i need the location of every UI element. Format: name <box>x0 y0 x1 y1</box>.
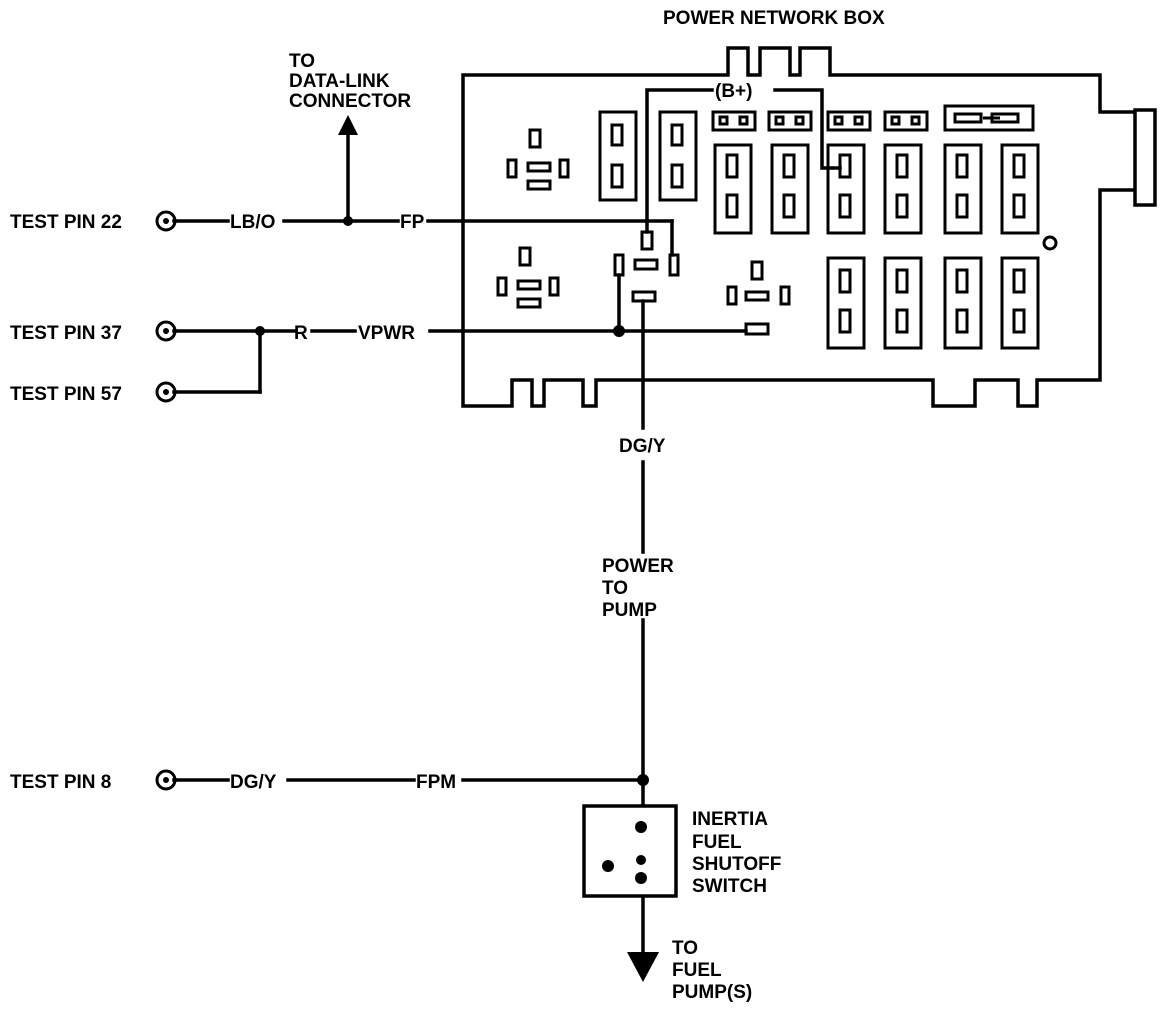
test-pin-22-label: TEST PIN 22 <box>10 212 122 233</box>
mini-fuse-4 <box>883 110 929 132</box>
inertia-fuel-shutoff-switch <box>582 804 678 898</box>
arrow-down-icon <box>627 952 659 982</box>
box-connector-tab <box>1133 108 1157 207</box>
fuel-pump-relay <box>613 230 680 303</box>
data-link-line-2: DATA-LINK <box>289 71 390 92</box>
fuse-tall-2 <box>658 110 698 202</box>
box-title: POWER NETWORK BOX <box>663 8 885 29</box>
junction-dot <box>255 326 265 336</box>
wire-lb-o: LB/O <box>230 212 275 233</box>
wire-fp: FP <box>400 212 425 233</box>
wire-fpm: FPM <box>416 772 456 793</box>
switch-line-4: SWITCH <box>692 876 767 897</box>
mini-fuse-1 <box>711 110 757 132</box>
relay-2 <box>496 246 560 309</box>
switch-line-1: INERTIA <box>692 809 768 830</box>
fuse-tall-4 <box>770 143 810 235</box>
fuse-tall-7 <box>943 143 983 235</box>
power-to-pump-line-3: PUMP <box>602 600 657 621</box>
mini-fuse-2 <box>767 110 813 132</box>
fuse-tall-6 <box>883 143 923 235</box>
fuel-pump-line-2: FUEL <box>672 960 722 981</box>
fuse-tall-9 <box>826 256 866 350</box>
fuse-tall-12 <box>1000 256 1040 350</box>
test-pin-symbols <box>155 210 177 791</box>
switch-line-2: FUEL <box>692 832 742 853</box>
junction-dot <box>613 325 625 337</box>
test-pin-57-label: TEST PIN 57 <box>10 384 122 405</box>
fuse-tall-1 <box>598 110 638 202</box>
junction-dot <box>637 774 649 786</box>
arrow-up-icon <box>338 115 358 135</box>
test-pin-22-icon <box>155 210 177 232</box>
wire-vpwr: VPWR <box>358 323 415 344</box>
wire-dg-y-bottom: DG/Y <box>230 772 277 793</box>
fuse-tall-11 <box>943 256 983 350</box>
fuse-tall-10 <box>883 256 923 350</box>
labels: POWER NETWORK BOX TO DATA-LINK CONNECTOR… <box>10 8 885 1003</box>
test-pin-8-icon <box>155 769 177 791</box>
mounting-hole <box>1042 235 1058 251</box>
power-to-pump-line-2: TO <box>602 578 628 599</box>
wire-r: R <box>294 323 308 344</box>
data-link-line-3: CONNECTOR <box>289 91 411 112</box>
fuel-pump-line-3: PUMP(S) <box>672 982 752 1003</box>
power-to-pump-line-1: POWER <box>602 556 674 577</box>
wire-b-plus: (B+) <box>715 81 752 102</box>
fuel-pump-line-1: TO <box>672 938 698 959</box>
fuse-tall-5 <box>826 143 866 235</box>
test-pin-37-label: TEST PIN 37 <box>10 323 122 344</box>
wire-dg-y-top: DG/Y <box>619 436 666 457</box>
fuse-tall-8 <box>1000 143 1040 235</box>
test-pin-37-icon <box>155 320 177 342</box>
box-components <box>496 104 1040 350</box>
junction-dot <box>343 216 353 226</box>
mini-fuse-3 <box>826 110 872 132</box>
test-pin-8-label: TEST PIN 8 <box>10 772 111 793</box>
data-link-line-1: TO <box>289 51 315 72</box>
fuse-tall-3 <box>713 143 753 235</box>
relay-1 <box>506 128 570 191</box>
relay-4 <box>726 260 791 336</box>
test-pin-57-icon <box>155 381 177 403</box>
maxi-fuse <box>943 104 1035 132</box>
switch-line-3: SHUTOFF <box>692 854 781 875</box>
